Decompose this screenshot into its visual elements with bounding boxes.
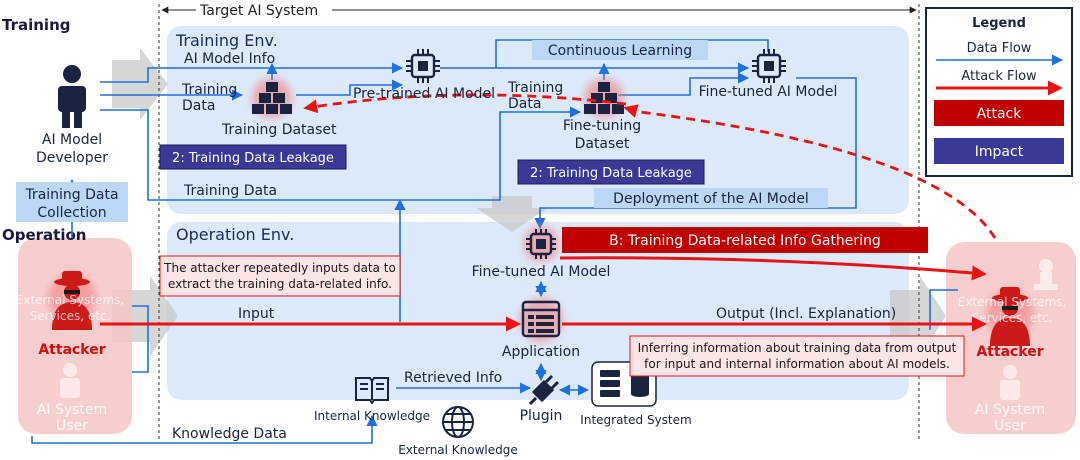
pretrained-model-icon [406, 49, 440, 83]
impact-box-1 [159, 144, 347, 170]
training-dataset-label: Training Dataset [221, 122, 337, 138]
ai-model-info-label: AI Model Info [184, 51, 275, 67]
internal-knowledge-label: Internal Knowledge [314, 409, 430, 423]
left-actor-region [18, 238, 132, 434]
attack-box-label: B: Training Data-related Info Gathering [609, 233, 881, 249]
legend-attack-label: Attack [977, 106, 1023, 122]
retrieved-info-label: Retrieved Info [404, 370, 502, 386]
right-robot-icon [1034, 259, 1058, 290]
right-user-label-2: User [994, 418, 1026, 434]
target-system-label: Target AI System [199, 3, 318, 19]
plugin-icon [528, 374, 560, 406]
legend-attack-swatch [934, 100, 1064, 126]
continuous-learning-label: Continuous Learning [548, 43, 692, 59]
continuous-learning-box [532, 40, 708, 60]
left-user-label-2: User [56, 418, 88, 434]
attacker-note-line-2: extract the training data-related info. [168, 277, 392, 291]
deployment-label: Deployment of the AI Model [613, 191, 809, 207]
left-user-label-1: AI System [37, 402, 107, 418]
operation-env-title: Operation Env. [176, 225, 294, 244]
training-dataset-icon [252, 78, 292, 118]
training-env-panel [167, 26, 909, 214]
training-data-collection-box [16, 182, 128, 222]
finetuned-model-icon [752, 49, 786, 83]
finetuned-model-op-label: Fine-tuned AI Model [472, 264, 611, 280]
legend-impact-label: Impact [975, 144, 1024, 160]
training-data-bottom-label: Training Data [183, 183, 277, 199]
developer-label-1: AI Model [42, 132, 102, 148]
finetuning-dataset-label-2: Dataset [575, 136, 630, 152]
finetuning-dataset-icon [584, 78, 624, 118]
impact-label-2: 2: Training Data Leakage [530, 166, 692, 181]
integrated-system-label: Integrated System [580, 413, 691, 427]
right-attacker-label: Attacker [976, 344, 1043, 360]
plugin-label: Plugin [520, 408, 563, 424]
input-label: Input [238, 306, 275, 322]
training-data-label-2a: Training [507, 80, 563, 96]
left-attacker-icon [48, 271, 96, 330]
attack-flow-lines [100, 93, 997, 332]
training-section-title: Training [2, 16, 70, 34]
legend-title: Legend [972, 16, 1026, 31]
training-data-label-1a: Training [181, 82, 237, 98]
left-external-systems-label: External Systems, [16, 293, 124, 307]
finetuned-model-top-label: Fine-tuned AI Model [699, 84, 838, 100]
left-attacker-label: Attacker [38, 342, 105, 358]
knowledge-data-label: Knowledge Data [172, 426, 287, 442]
attacker-note-box [159, 255, 401, 297]
training-data-collection-label-1: Training Data [24, 187, 118, 203]
left-user-icon [60, 363, 80, 398]
training-data-label-2b: Data [508, 96, 541, 112]
inference-note-box [629, 335, 965, 377]
output-label: Output (Incl. Explanation) [716, 306, 896, 322]
right-user-label-1: AI System [975, 402, 1045, 418]
inference-note-line-1: Inferring information about training dat… [638, 341, 957, 355]
pretrained-model-label: Pre-trained AI Model [353, 86, 495, 102]
developer-label-2: Developer [36, 150, 108, 166]
operation-section-title: Operation [2, 226, 86, 244]
legend: Legend Data Flow Attack Flow Attack Impa… [925, 7, 1073, 177]
legend-data-flow-label: Data Flow [967, 41, 1032, 56]
training-env-title: Training Env. [175, 31, 278, 50]
training-data-label-1b: Data [182, 98, 215, 114]
attacker-note-line-1: The attacker repeatedly inputs data to [163, 261, 396, 275]
application-label: Application [502, 344, 580, 360]
developer-icon [58, 65, 86, 128]
right-attacker-icon [986, 287, 1034, 346]
impact-label-1: 2: Training Data Leakage [172, 151, 334, 166]
left-services-label: Services, etc. [30, 309, 111, 323]
legend-attack-flow-label: Attack Flow [961, 69, 1037, 84]
legend-impact-swatch [934, 138, 1064, 164]
training-data-collection-label-2: Collection [37, 205, 106, 221]
application-icon [519, 298, 563, 342]
deployment-box [594, 188, 828, 208]
impact-box-2 [517, 159, 705, 185]
attack-box [562, 227, 928, 253]
right-user-icon [1000, 365, 1020, 400]
internal-knowledge-icon [355, 377, 389, 405]
external-knowledge-label: External Knowledge [398, 443, 518, 457]
inference-note-line-2: for input and internal information about… [644, 357, 950, 371]
external-knowledge-icon [442, 406, 474, 438]
operation-model-icon [523, 226, 559, 262]
finetuning-dataset-label-1: Fine-tuning [563, 118, 641, 134]
right-external-systems-label: External Systems, [958, 295, 1066, 309]
right-services-label: Services, etc. [972, 311, 1053, 325]
